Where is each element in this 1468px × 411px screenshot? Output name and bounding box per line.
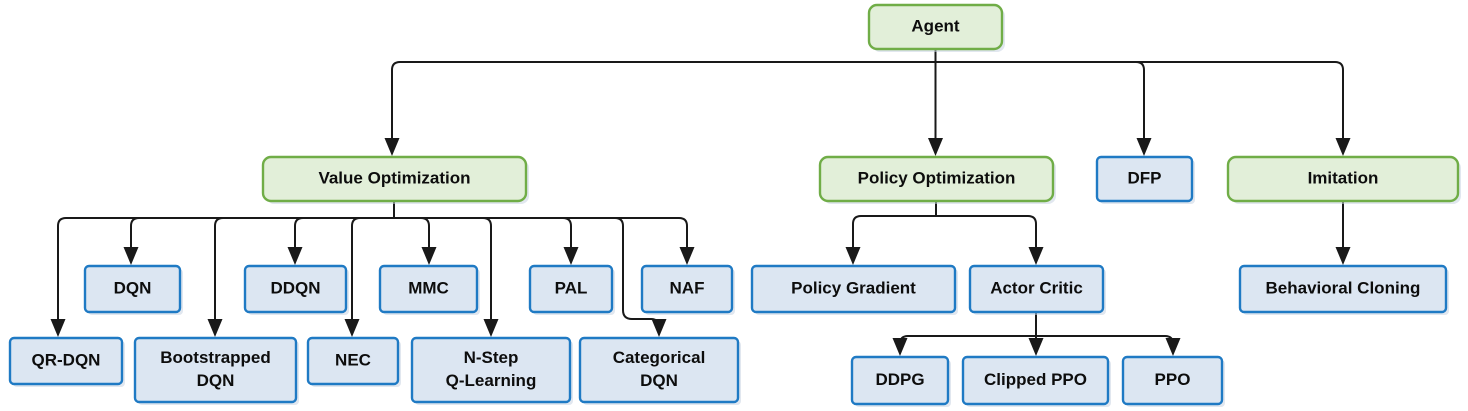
node-box-qr-dqn[interactable] xyxy=(8,336,124,386)
arrowhead-clipped-ppo xyxy=(1028,338,1044,356)
node-mmc[interactable]: MMC xyxy=(378,264,480,315)
arrowhead-dfp xyxy=(1136,138,1152,156)
node-ppo[interactable]: PPO xyxy=(1121,355,1225,407)
node-box-nec[interactable] xyxy=(306,336,400,386)
node-pal[interactable]: PAL xyxy=(528,264,615,315)
arrowhead-policy-optimization xyxy=(928,138,943,156)
node-box-agent[interactable] xyxy=(867,3,1004,51)
node-ddpg[interactable]: DDPG xyxy=(850,355,951,407)
node-qr-dqn[interactable]: QR-DQN xyxy=(8,336,125,387)
node-box-boot-dqn[interactable] xyxy=(133,336,298,404)
edge-value-to-bootstrapped-dqn xyxy=(214,217,394,320)
edge-agent-to-value-optimization xyxy=(391,61,936,138)
node-box-actor-critic[interactable] xyxy=(968,264,1105,314)
edge-agent-to-imitation xyxy=(935,61,1344,138)
node-box-behav-clone[interactable] xyxy=(1238,264,1448,314)
node-box-policy-grad[interactable] xyxy=(750,264,957,314)
node-box-pal[interactable] xyxy=(528,264,614,314)
node-box-ddpg[interactable] xyxy=(850,355,950,406)
node-box-imitation[interactable] xyxy=(1226,155,1460,203)
arrowhead-ddpg xyxy=(892,338,908,356)
node-naf[interactable]: NAF xyxy=(640,264,735,315)
edge-value-to-dqn xyxy=(130,217,394,248)
node-box-n-step-q[interactable] xyxy=(410,336,572,404)
connector-layer xyxy=(50,49,1351,356)
node-ddqn[interactable]: DDQN xyxy=(243,264,349,315)
node-agent[interactable]: Agent xyxy=(867,3,1005,52)
edge-actor-critic-to-ddpg xyxy=(899,335,1036,345)
node-box-ddqn[interactable] xyxy=(243,264,348,314)
node-nec[interactable]: NEC xyxy=(306,336,401,387)
arrowhead-dqn xyxy=(123,247,139,265)
edge-value-to-nec xyxy=(351,217,394,320)
edge-policy-to-policy-gradient xyxy=(852,215,936,248)
edge-value-to-mmc xyxy=(394,217,430,248)
node-box-clipped-ppo[interactable] xyxy=(961,355,1110,406)
arrowhead-ddqn xyxy=(287,247,303,265)
arrowhead-policy-gradient xyxy=(845,247,861,265)
node-box-naf[interactable] xyxy=(640,264,734,314)
node-box-cat-dqn[interactable] xyxy=(578,336,740,404)
arrowhead-categorical-dqn xyxy=(651,319,667,337)
edge-value-to-naf xyxy=(394,217,688,248)
arrowhead-pal xyxy=(563,247,579,265)
node-clipped-ppo[interactable]: Clipped PPO xyxy=(961,355,1111,407)
edge-value-to-pal xyxy=(394,217,572,248)
node-box-ppo[interactable] xyxy=(1121,355,1224,406)
arrowhead-value-optimization xyxy=(384,138,400,156)
node-box-dqn[interactable] xyxy=(83,264,182,314)
arrowhead-behavioral-cloning xyxy=(1335,247,1351,265)
node-box-value-opt[interactable] xyxy=(261,155,528,203)
arrowhead-n-step-q-learning xyxy=(483,319,499,337)
node-policy-opt[interactable]: Policy Optimization xyxy=(818,155,1056,204)
node-dfp[interactable]: DFP xyxy=(1095,155,1195,204)
arrowhead-naf xyxy=(679,247,695,265)
arrowhead-qr-dqn xyxy=(50,319,66,337)
edge-value-to-ddqn xyxy=(294,217,394,248)
edge-agent-to-dfp xyxy=(935,61,1145,138)
arrowhead-nec xyxy=(344,319,360,337)
edge-actor-critic-to-ppo xyxy=(1036,335,1174,345)
node-actor-critic[interactable]: Actor Critic xyxy=(968,264,1106,315)
node-policy-grad[interactable]: Policy Gradient xyxy=(750,264,958,315)
edge-value-to-qr-dqn xyxy=(57,217,394,320)
node-box-mmc[interactable] xyxy=(378,264,479,314)
node-dqn[interactable]: DQN xyxy=(83,264,183,315)
arrowhead-bootstrapped-dqn xyxy=(207,319,223,337)
arrowhead-mmc xyxy=(421,247,437,265)
edge-policy-to-actor-critic xyxy=(936,215,1037,248)
node-box-dfp[interactable] xyxy=(1095,155,1194,203)
node-behav-clone[interactable]: Behavioral Cloning xyxy=(1238,264,1449,315)
node-box-policy-opt[interactable] xyxy=(818,155,1055,203)
node-imitation[interactable]: Imitation xyxy=(1226,155,1461,204)
arrowhead-imitation xyxy=(1335,138,1351,156)
node-value-opt[interactable]: Value Optimization xyxy=(261,155,529,204)
arrowhead-ppo xyxy=(1165,338,1181,356)
arrowhead-actor-critic xyxy=(1028,247,1044,265)
